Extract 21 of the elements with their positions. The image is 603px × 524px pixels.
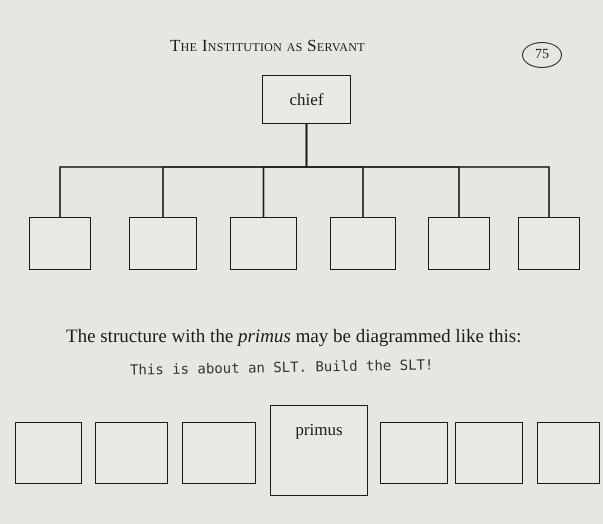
empty-box — [15, 422, 82, 484]
box-label: primus — [295, 420, 343, 440]
empty-box — [129, 217, 197, 270]
box-label: chief — [290, 90, 324, 110]
page-header: The Institution as Servant — [170, 36, 365, 56]
empty-box — [518, 217, 580, 270]
empty-box — [455, 422, 523, 484]
handwritten-note: This is about an SLT. Build the SLT! — [130, 357, 434, 379]
labeled-box — [262, 75, 351, 124]
empty-box — [95, 422, 168, 484]
connector-line — [306, 124, 550, 217]
labeled-box — [270, 405, 368, 496]
empty-box — [380, 422, 448, 484]
empty-box — [182, 422, 256, 484]
empty-box — [330, 217, 396, 270]
page-number: 75 — [522, 42, 562, 68]
empty-box — [428, 217, 490, 270]
empty-box — [230, 217, 297, 270]
body-sentence: The structure with the primus may be diagrammed like this: — [66, 326, 522, 348]
empty-box — [29, 217, 91, 270]
empty-box — [537, 422, 600, 484]
